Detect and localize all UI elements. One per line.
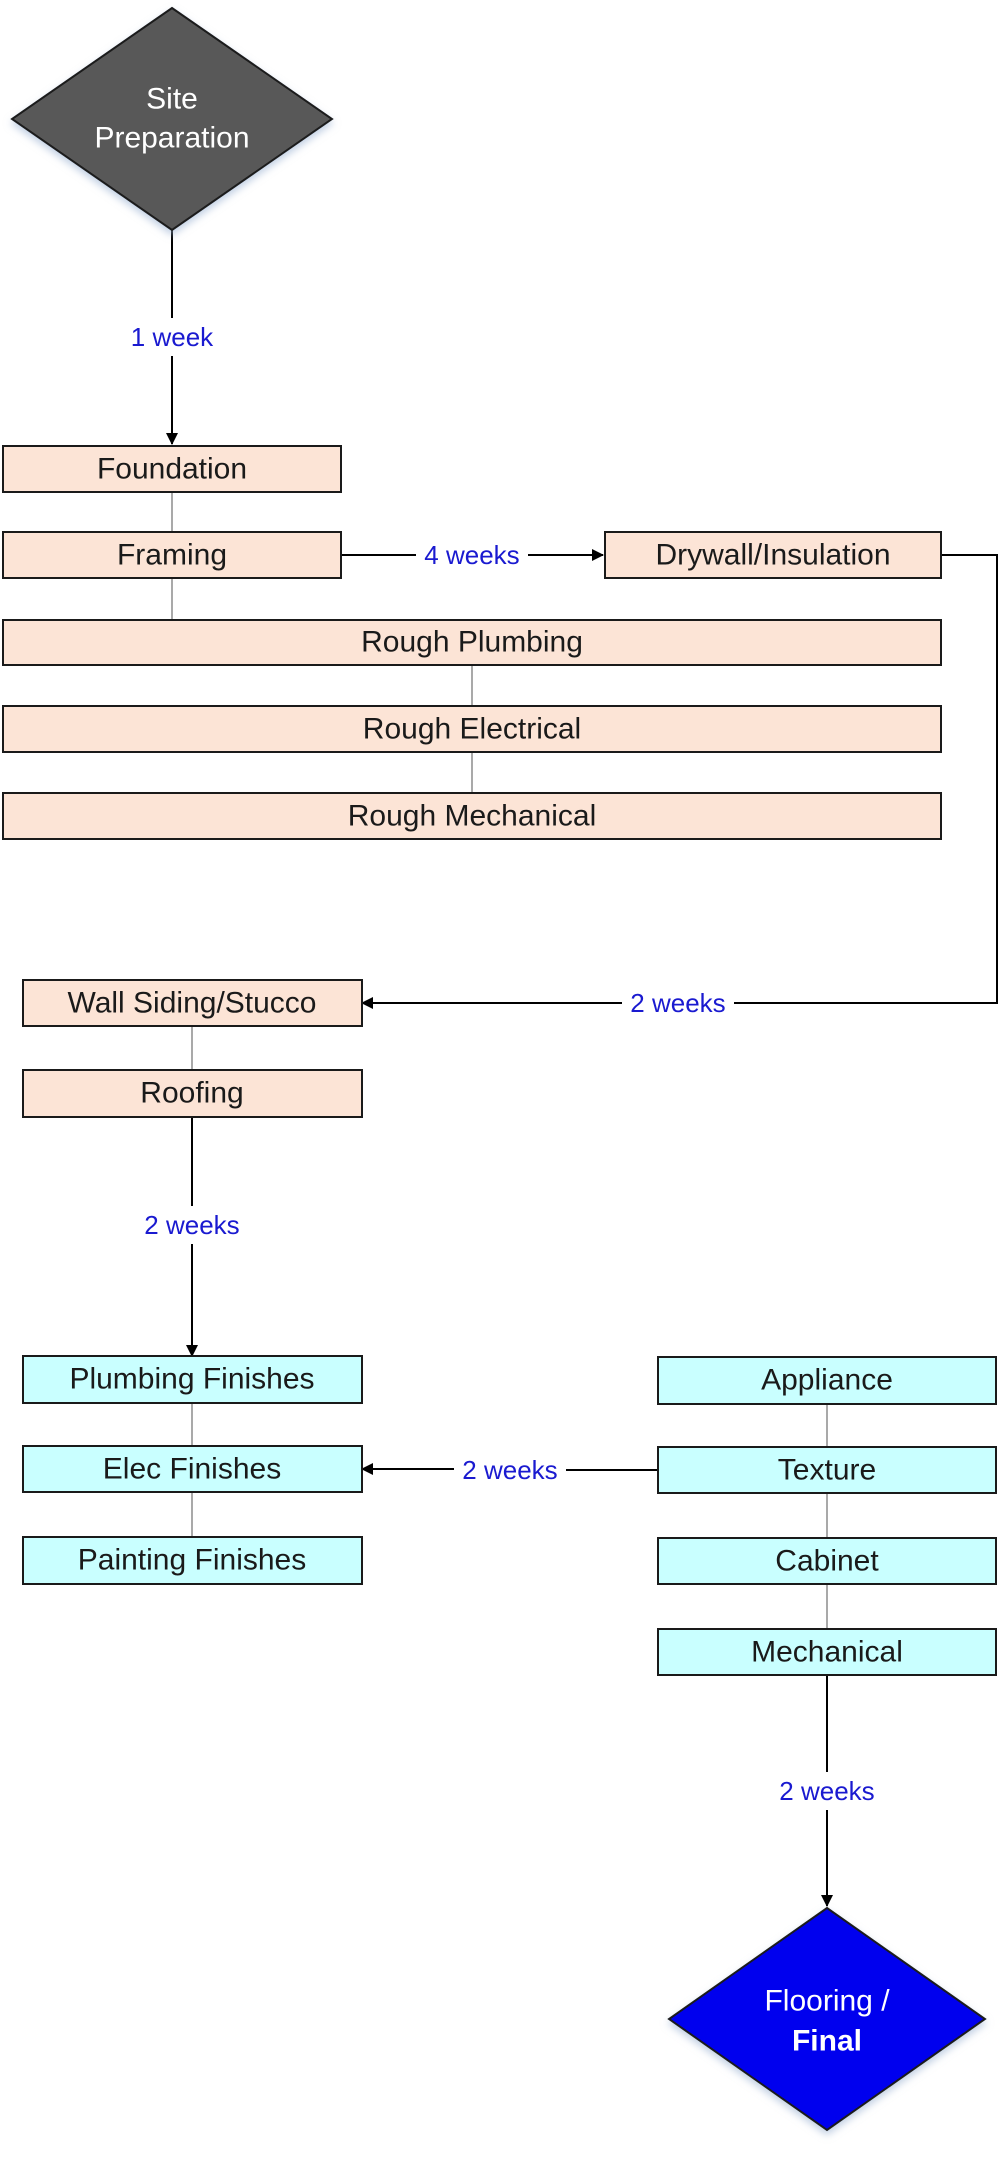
node-framing: Framing — [2, 531, 342, 579]
plumbing-finishes-label: Plumbing Finishes — [69, 1363, 314, 1396]
node-rough-electrical: Rough Electrical — [2, 705, 942, 753]
node-painting-finishes: Painting Finishes — [22, 1536, 363, 1585]
node-roofing: Roofing — [22, 1069, 363, 1118]
framing-label: Framing — [117, 539, 227, 572]
node-elec-finishes: Elec Finishes — [22, 1445, 363, 1493]
texture-label: Texture — [778, 1454, 876, 1487]
wall-siding-stucco-label: Wall Siding/Stucco — [68, 987, 317, 1020]
painting-finishes-label: Painting Finishes — [78, 1544, 306, 1577]
mechanical-label: Mechanical — [751, 1636, 903, 1669]
site-preparation-label-line2: Preparation — [94, 122, 249, 155]
edge-labels: 1 week 4 weeks 2 weeks 2 weeks 2 weeks 2… — [118, 318, 883, 1810]
drywall-insulation-label: Drywall/Insulation — [655, 539, 890, 572]
node-flooring-final: Flooring / Final — [667, 1906, 987, 2132]
rough-plumbing-label: Rough Plumbing — [361, 626, 583, 659]
cabinet-label: Cabinet — [775, 1545, 879, 1578]
node-site-preparation: Site Preparation — [10, 6, 334, 232]
edge-label-site-to-foundation: 1 week — [131, 322, 214, 352]
node-foundation: Foundation — [2, 445, 342, 493]
rough-electrical-label: Rough Electrical — [363, 713, 581, 746]
foundation-label: Foundation — [97, 453, 247, 486]
edge-label-framing-to-drywall: 4 weeks — [424, 540, 519, 570]
node-cabinet: Cabinet — [657, 1537, 997, 1585]
flooring-final-label-line2: Final — [792, 2025, 862, 2058]
node-drywall-insulation: Drywall/Insulation — [604, 531, 942, 579]
flooring-final-diamond-shape — [667, 1906, 987, 2132]
node-rough-mechanical: Rough Mechanical — [2, 792, 942, 840]
edge-label-roofing-to-plumbing-finishes: 2 weeks — [144, 1210, 239, 1240]
rough-mechanical-label: Rough Mechanical — [348, 800, 596, 833]
node-wall-siding-stucco: Wall Siding/Stucco — [22, 979, 363, 1027]
node-plumbing-finishes: Plumbing Finishes — [22, 1355, 363, 1404]
thin-connectors — [171, 492, 828, 1629]
roofing-label: Roofing — [140, 1077, 243, 1110]
site-preparation-diamond-shape — [10, 6, 334, 232]
edge-label-texture-to-elec-finishes: 2 weeks — [462, 1455, 557, 1485]
node-mechanical: Mechanical — [657, 1628, 997, 1676]
appliance-label: Appliance — [761, 1364, 893, 1397]
site-preparation-label-line1: Site — [146, 83, 198, 116]
node-texture: Texture — [657, 1446, 997, 1494]
flooring-final-label-line1: Flooring / — [764, 1985, 890, 2018]
edge-label-mechanical-to-flooring: 2 weeks — [779, 1776, 874, 1806]
elec-finishes-label: Elec Finishes — [103, 1453, 281, 1486]
node-rough-plumbing: Rough Plumbing — [2, 619, 942, 666]
node-appliance: Appliance — [657, 1356, 997, 1405]
edge-label-drywall-to-wall-siding: 2 weeks — [630, 988, 725, 1018]
